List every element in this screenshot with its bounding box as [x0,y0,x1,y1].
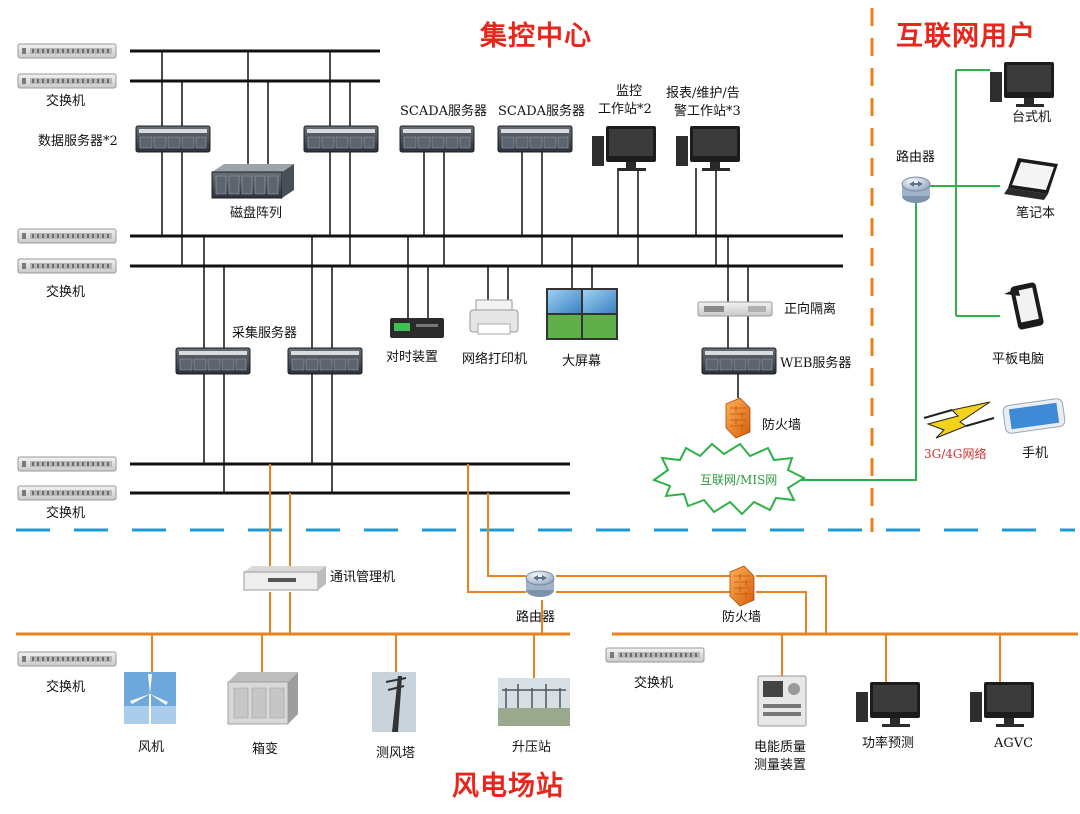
agvc-label: AGVC [994,736,1034,751]
firewall-label: 防火墙 [722,610,762,625]
monitor-workstation-label: 监控 [616,84,643,99]
desktop-label: 台式机 [1012,110,1052,125]
data-server-icon [303,125,379,153]
internet-links [800,69,1000,481]
power-forecast-icon [856,682,920,727]
monitor-workstation-label: 工作站*2 [598,102,652,117]
data-server-label: 数据服务器*2 [38,134,118,149]
switch-icon [605,647,705,663]
scada-server-label: SCADA服务器 [400,104,488,119]
web-server-label: WEB服务器 [780,356,852,371]
report-workstation-label: 警工作站*3 [674,104,741,119]
network-3g4g-label: 3G/4G网络 [924,447,987,461]
web-server-icon [701,347,777,375]
big-screen-label: 大屏幕 [562,354,602,369]
isolation-label: 正向隔离 [784,302,837,317]
agvc-icon [970,682,1034,727]
switch-label: 交换机 [46,506,86,521]
wind-turbine-label: 风机 [138,740,165,755]
laptop-label: 笔记本 [1016,206,1056,221]
laptop-icon [1004,158,1058,200]
internet-users-title: 互联网用户 [896,21,1036,52]
switch-icon [17,258,117,274]
wind-farm-title: 风电场站 [452,771,564,802]
power-quality-device-icon [757,675,807,727]
switch-icon [17,228,117,244]
printer-label: 网络打印机 [462,352,528,367]
box-transformer-icon [227,672,298,725]
switch-icon [17,485,117,501]
tablet-icon [1004,282,1044,330]
report-workstation-label: 报表/维护/告 [666,86,740,101]
collect-server-label: 采集服务器 [232,326,298,341]
internet-cloud-icon [651,442,807,516]
switch-label: 交换机 [46,285,86,300]
collect-server-icon [287,347,363,375]
router-label: 路由器 [896,150,936,165]
router-icon [901,176,931,204]
router-icon [525,570,555,598]
firewall-icon [725,397,751,439]
booster-station-icon [498,678,570,726]
disk-array-label: 磁盘阵列 [230,206,283,221]
isolation-device-icon [697,301,773,317]
report-workstation-icon [676,126,740,171]
box-transformer-label: 箱变 [252,742,279,757]
switch-icon [17,651,117,667]
time-device-icon [390,318,444,338]
scada-server-icon [497,125,573,153]
comm-manager-label: 通讯管理机 [330,570,396,585]
monitor-workstation-icon [592,126,656,171]
wind-farm-links [16,464,1078,682]
data-server-icon [135,125,211,153]
lightning-icon [923,401,995,439]
switch-label: 交换机 [634,676,674,691]
control-center-connectors [161,51,749,493]
power-quality-label: 电能质量 [754,740,807,755]
time-device-label: 对时装置 [386,350,439,365]
tablet-label: 平板电脑 [992,352,1045,367]
comm-manager-icon [243,566,326,591]
scada-server-icon [399,125,475,153]
internet-cloud-label: 互联网/MIS网 [700,473,778,487]
power-forecast-label: 功率预测 [862,736,915,751]
desktop-icon [990,62,1054,107]
anemometer-tower-label: 测风塔 [376,746,416,761]
wind-turbine-icon [124,672,176,724]
control-center-title: 集控中心 [480,21,592,52]
router-label: 路由器 [516,610,556,625]
phone-label: 手机 [1022,446,1049,461]
firewall-label: 防火墙 [762,418,802,433]
switch-icon [17,43,117,59]
booster-station-label: 升压站 [512,740,552,755]
scada-server-label: SCADA服务器 [498,104,586,119]
switch-label: 交换机 [46,680,86,695]
anemometer-tower-icon [372,672,416,732]
disk-array-icon [211,164,294,199]
phone-icon [1002,398,1066,434]
firewall-icon [729,565,755,607]
printer-icon [469,299,519,335]
switch-icon [17,456,117,472]
collect-server-icon [175,347,251,375]
switch-label: 交换机 [46,94,86,109]
switch-icon [17,73,117,89]
power-quality-label: 测量装置 [754,758,807,773]
big-screen-icon [546,288,618,340]
